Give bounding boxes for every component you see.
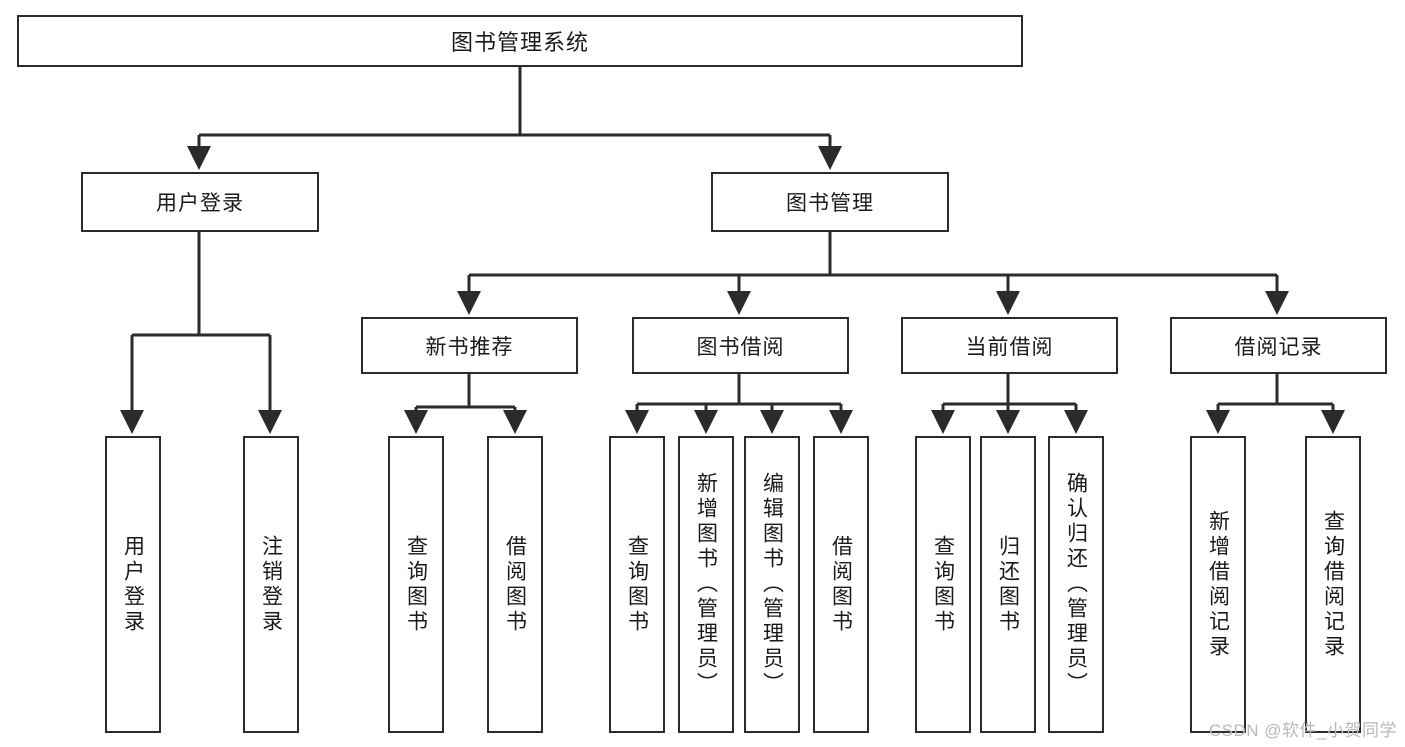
node-leaf-add-record[interactable]: 新增借阅记录 (1190, 436, 1246, 733)
node-leaf-confirm-return[interactable]: 确认归还（管理员） (1048, 436, 1104, 733)
csdn-watermark: CSDN @软件_小贺同学 (1208, 721, 1397, 740)
node-root-system[interactable]: 图书管理系统 (17, 15, 1023, 67)
node-leaf-query-book-1[interactable]: 查询图书 (388, 436, 444, 733)
node-leaf-query-record[interactable]: 查询借阅记录 (1305, 436, 1361, 733)
node-leaf-edit-book[interactable]: 编辑图书（管理员） (744, 436, 800, 733)
node-user-login[interactable]: 用户登录 (81, 172, 319, 232)
node-leaf-user-login[interactable]: 用户登录 (105, 436, 161, 733)
node-leaf-query-book-2[interactable]: 查询图书 (609, 436, 665, 733)
node-leaf-return-book[interactable]: 归还图书 (980, 436, 1036, 733)
node-leaf-add-book[interactable]: 新增图书（管理员） (678, 436, 734, 733)
node-borrow-record[interactable]: 借阅记录 (1170, 317, 1387, 374)
node-book-borrow[interactable]: 图书借阅 (632, 317, 849, 374)
node-leaf-borrow-book-1[interactable]: 借阅图书 (487, 436, 543, 733)
node-leaf-logout[interactable]: 注销登录 (243, 436, 299, 733)
node-current-borrow[interactable]: 当前借阅 (901, 317, 1118, 374)
node-new-book-recommend[interactable]: 新书推荐 (361, 317, 578, 374)
node-book-management[interactable]: 图书管理 (711, 172, 949, 232)
node-leaf-query-book-3[interactable]: 查询图书 (915, 436, 971, 733)
node-leaf-borrow-book-2[interactable]: 借阅图书 (813, 436, 869, 733)
